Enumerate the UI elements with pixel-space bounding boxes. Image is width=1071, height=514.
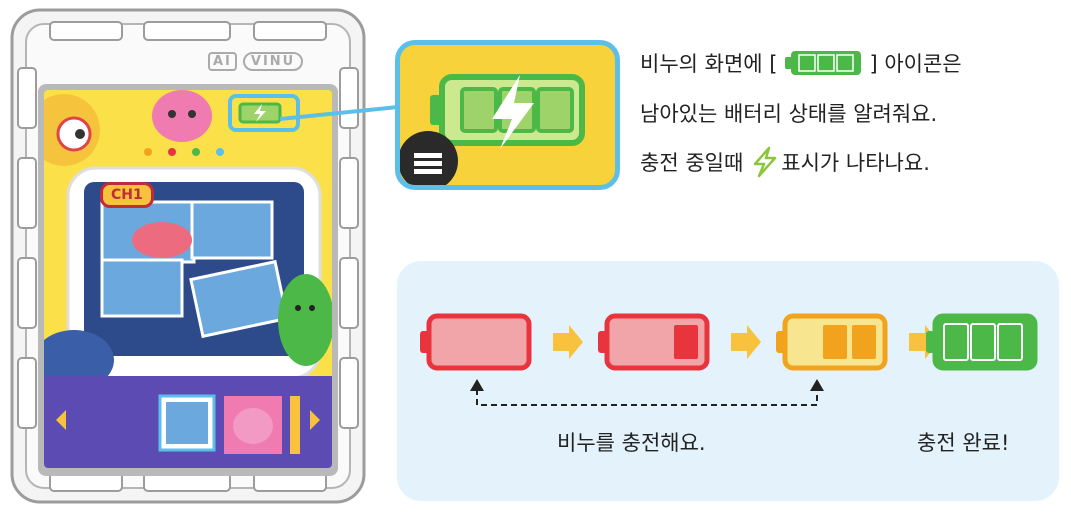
battery-empty-icon bbox=[420, 313, 532, 371]
loop-arrow-icon bbox=[470, 379, 824, 406]
description-line-2: 남아있는 배터리 상태를 알려줘요. bbox=[640, 102, 938, 126]
device-illustration: AI VINU bbox=[10, 8, 366, 504]
battery-two-thirds-icon bbox=[776, 313, 888, 371]
arrow-icon bbox=[553, 325, 583, 359]
screen-artwork bbox=[44, 90, 332, 468]
description-line-1-before: 비누의 화면에 [ bbox=[640, 52, 778, 76]
charging-sequence-diagram bbox=[420, 313, 1038, 406]
device-screen: CH1 bbox=[44, 90, 332, 468]
brand-ai: AI bbox=[208, 52, 237, 71]
lightning-icon bbox=[754, 146, 777, 178]
description-line-1: 비누의 화면에 [ ] 아이콘은 bbox=[640, 48, 962, 78]
battery-one-third-icon bbox=[598, 313, 710, 371]
description-line-3-before: 충전 중일때 bbox=[640, 151, 744, 175]
battery-full-inline-icon bbox=[785, 51, 862, 75]
description-line-1-after: ] 아이콘은 bbox=[869, 52, 962, 76]
battery-zoom-bubble bbox=[395, 40, 620, 190]
caption-charging: 비누를 충전해요. bbox=[557, 431, 706, 455]
caption-complete: 충전 완료! bbox=[917, 431, 1010, 455]
brand-logo: AI VINU bbox=[208, 52, 304, 71]
channel-badge: CH1 bbox=[100, 182, 154, 208]
zoom-connector bbox=[280, 105, 399, 121]
description-line-3: 충전 중일때 표시가 나타나요. bbox=[640, 146, 930, 178]
battery-full-icon bbox=[926, 313, 1038, 371]
brand-name: VINU bbox=[242, 52, 304, 71]
charging-sequence-panel: 비누를 충전해요. 충전 완료! bbox=[397, 261, 1059, 501]
description-line-3-after: 표시가 나타나요. bbox=[781, 151, 930, 175]
arrow-icon bbox=[731, 325, 761, 359]
zoomed-battery-icon bbox=[400, 74, 585, 185]
